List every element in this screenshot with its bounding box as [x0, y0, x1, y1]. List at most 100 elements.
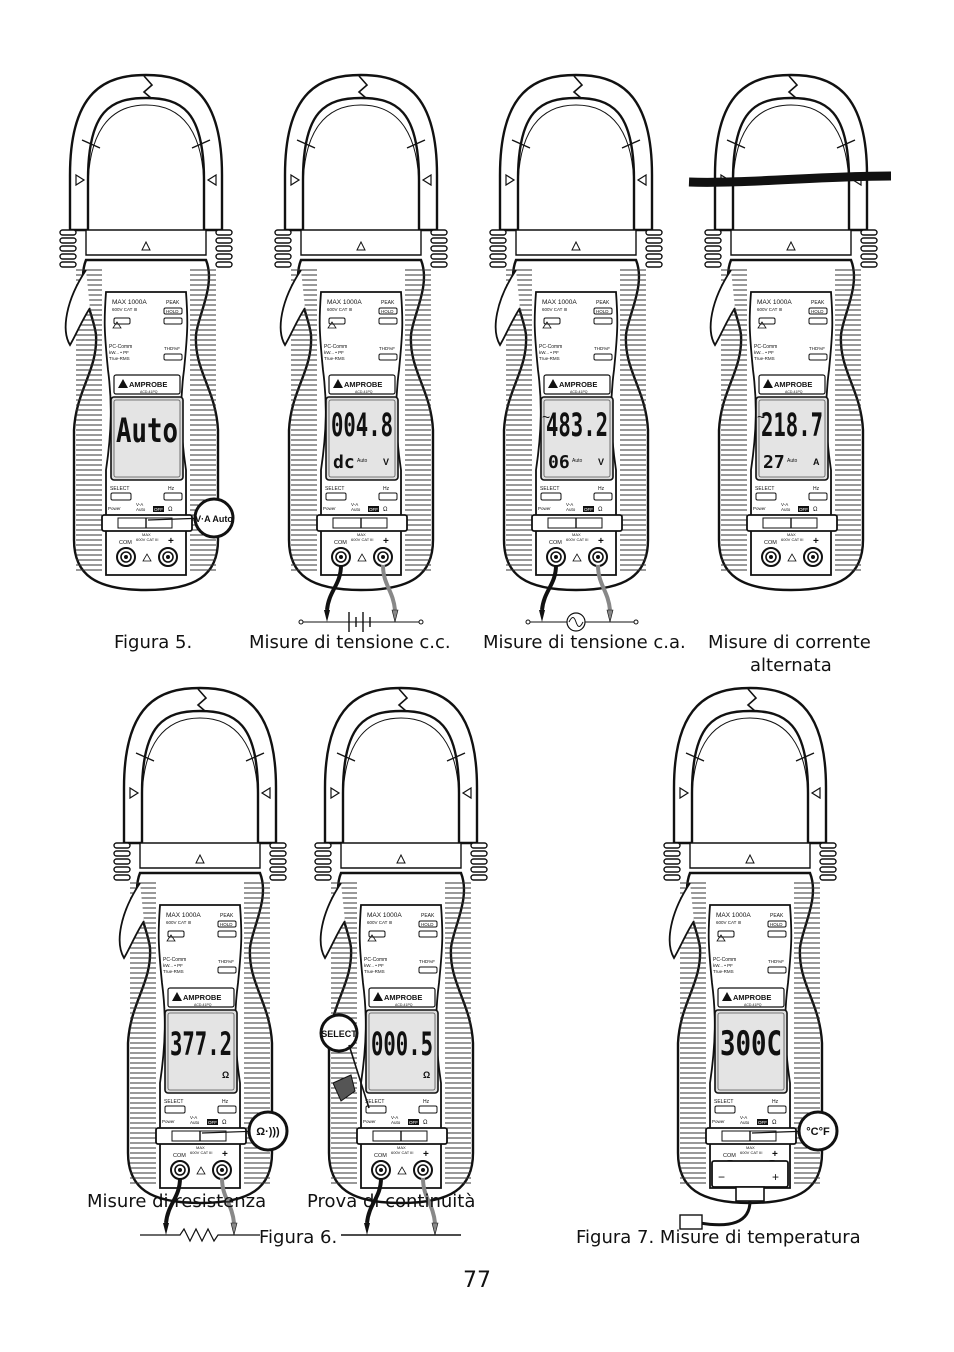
thd-button [378, 353, 398, 361]
plus-jack [212, 1160, 232, 1180]
label-jack-max: MAX [357, 532, 366, 537]
label-jack-cat: 600V CAT III [740, 1150, 763, 1155]
select-button [714, 1105, 736, 1114]
label-auto: Auto [190, 1120, 200, 1125]
brand-name: AMPROBE [129, 380, 167, 389]
ac-symbol: ~ [542, 409, 550, 425]
warning-icon [716, 934, 726, 942]
plus-jack [803, 547, 823, 567]
hold-button [418, 920, 438, 928]
label-jack-max: MAX [746, 1145, 755, 1150]
label-peak: PEAK [596, 300, 610, 306]
select-callout-text: SELECT [321, 1029, 357, 1039]
caption-figura-7: Figura 7. Misure di temperatura [576, 1227, 861, 1248]
label-pc-comm: PC-Comm [713, 957, 736, 963]
label-va: V-A [351, 502, 358, 507]
lcd-reading: 218.7 [761, 406, 823, 444]
resistor-icon [140, 1227, 260, 1243]
com-jack [331, 547, 351, 567]
label-select: SELECT [365, 1099, 384, 1105]
label-true-rms: True-RMS [754, 356, 775, 361]
label-kw-pf: kW... • PF [163, 963, 183, 968]
label-plus: + [423, 1149, 429, 1160]
label-peak: PEAK [770, 913, 784, 919]
label-kw-pf: kW... • PF [713, 963, 733, 968]
hold-button-2 [217, 930, 237, 938]
label-auto: Auto [351, 507, 361, 512]
jack-warning-icon [787, 553, 797, 562]
hz-button [808, 492, 828, 501]
caption-ac-current-line2: alternata [750, 655, 832, 676]
hold-button [593, 307, 613, 315]
label-com: COM [173, 1153, 186, 1159]
rotary-knob [332, 517, 388, 529]
warning-icon [112, 321, 122, 329]
lcd-sub-reading: 27 [763, 452, 785, 473]
caption-figura-5: Figura 5. [114, 632, 193, 653]
label-peak: PEAK [381, 300, 395, 306]
label-off: OFF [758, 1120, 767, 1125]
label-max-current: MAX 1000A [716, 912, 751, 919]
label-thd: THD%F [419, 959, 435, 964]
plus-jack [588, 547, 608, 567]
label-com: COM [549, 540, 562, 546]
label-ohm: Ω [168, 507, 173, 513]
label-va: V-A [391, 1115, 398, 1120]
label-power: Power [162, 1119, 175, 1124]
peak-button [717, 930, 735, 938]
rotary-knob [762, 517, 818, 529]
label-jack-max: MAX [572, 532, 581, 537]
label-ohm: Ω [772, 1120, 777, 1126]
label-plus: + [598, 536, 604, 547]
off-position [368, 506, 379, 512]
select-button [164, 1105, 186, 1114]
label-off: OFF [369, 507, 378, 512]
jaw-trigger [118, 882, 145, 960]
label-off: OFF [584, 507, 593, 512]
label-hold: HOLD [220, 922, 233, 927]
brand-logo-icon [118, 379, 128, 388]
callout-badge-text: Ω·))) [256, 1126, 280, 1138]
brand-name: AMPROBE [774, 380, 812, 389]
hz-button [767, 1105, 787, 1114]
label-auto: Auto [566, 507, 576, 512]
off-position [153, 506, 164, 512]
jaw-trigger [709, 269, 736, 347]
label-ohm: Ω [423, 1120, 428, 1126]
lcd-reading: 000.5 [371, 1025, 433, 1063]
lcd-unit: Ω [222, 1070, 229, 1080]
label-kw-pf: kW... • PF [324, 350, 344, 355]
test-leads [539, 564, 614, 623]
clamp-jaw [498, 73, 654, 232]
brand-plate [328, 374, 396, 395]
lcd-auto-flag: Auto [572, 458, 583, 464]
lcd-reading: 377.2 [170, 1025, 232, 1063]
label-peak: PEAK [220, 913, 234, 919]
jaw-arrow-right-icon [421, 173, 432, 187]
label-thd: THD%F [379, 346, 395, 351]
lcd-inner [543, 399, 611, 478]
lcd-inner [167, 1012, 235, 1091]
label-jack-cat: 600V CAT III [566, 537, 589, 542]
hold-button [767, 920, 787, 928]
hz-button [418, 1105, 438, 1114]
jack-warning-icon [357, 553, 367, 562]
hz-button [593, 492, 613, 501]
label-jack-max: MAX [142, 532, 151, 537]
label-com: COM [764, 540, 777, 546]
off-position [757, 1119, 768, 1125]
thd-button [593, 353, 613, 361]
jaw-ribs [274, 229, 448, 268]
label-power: Power [323, 506, 336, 511]
thd-button [808, 353, 828, 361]
jaw-arrow-left-icon [330, 786, 341, 800]
label-hz: Hz [772, 1099, 779, 1105]
jaw-trigger [279, 269, 306, 347]
warning-icon [166, 934, 176, 942]
label-va: V-A [781, 502, 788, 507]
lcd-reading: 004.8 [331, 406, 393, 444]
off-position [583, 506, 594, 512]
jaw-ribs [489, 229, 663, 268]
